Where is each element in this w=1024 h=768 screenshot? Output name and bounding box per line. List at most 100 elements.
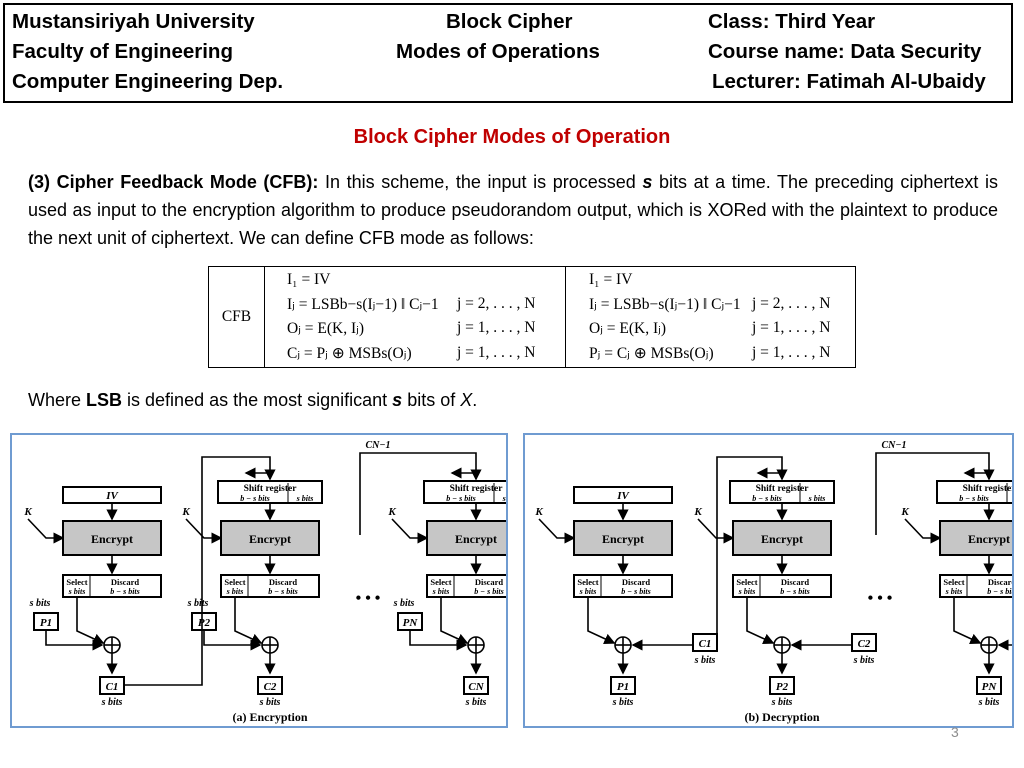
s-bits-label: s bits [187,598,209,609]
cn-1-label: CN−1 [882,440,907,451]
plaintext-label: PN [982,681,998,693]
select-label: Select [224,577,245,587]
encrypt-label: Encrypt [249,532,291,546]
where-lsb: LSB [86,390,123,410]
select-label: Select [577,577,598,587]
plain-s-bits-label: s bits [612,697,634,708]
select-to-xor-arrow [587,597,616,645]
ciphertext-label: C1 [699,638,712,650]
shift-sub-label: b − s bits [446,494,476,503]
shift-sub2-label: s bits [296,494,314,503]
key-label: K [23,506,32,518]
para-s: s [642,172,653,192]
where-c: bits of [402,390,461,410]
dec-eq-3: Oⱼ = E(K, Iⱼ) [589,320,667,337]
discard-label: Discard [111,577,140,587]
plaintext-label: P1 [40,617,52,629]
encrypt-box [62,520,162,556]
cfb-label: CFB [209,267,265,367]
encrypt-label: Encrypt [761,532,803,546]
where-note: Where LSB is defined as the most signifi… [28,390,477,411]
select-discard-box [573,574,673,598]
encrypt-label: Encrypt [968,532,1010,546]
shift-sub-label: b − s bits [752,494,782,503]
feedback-path [716,456,788,642]
feedback-path [124,456,276,686]
ciphertext-label: C2 [858,638,871,650]
ciphertext-label: C2 [264,681,277,693]
enc-eq-4: Cⱼ = Pⱼ ⊕ MSBs(Oⱼ) [287,345,412,362]
ellipsis-dots: • • • [356,590,381,607]
s-bits-label: s bits [29,598,51,609]
dec-eq-4: Pⱼ = Cⱼ ⊕ MSBs(Oⱼ) [589,345,714,362]
select-sub-label: s bits [738,587,756,596]
key-arrow [185,518,223,544]
plaintext-label: P2 [776,681,789,693]
dec-range-3: j = 1, . . . , N [752,319,831,336]
plaintext-box [610,676,636,695]
plain-to-xor-arrow [45,630,104,651]
cipher-s-bits-label: s bits [853,655,875,666]
plain-to-xor-arrow [409,630,468,651]
key-label: K [693,506,702,518]
key-label: K [900,506,909,518]
iv-label: IV [105,490,119,502]
select-label: Select [66,577,87,587]
shift-sub-label: b − s bits [959,494,989,503]
s-bits-label: s bits [393,598,415,609]
select-discard-box [939,574,1024,598]
table-divider [565,267,566,367]
select-to-xor-arrow [440,597,469,645]
select-label: Select [430,577,451,587]
enc-range-2: j = 2, . . . , N [457,295,536,312]
ciphertext-box [463,676,489,695]
discard-sub-label: b − s bits [268,587,298,596]
select-sub-label: s bits [226,587,244,596]
enc-range-3: j = 1, . . . , N [457,319,536,336]
encrypt-label: Encrypt [91,532,133,546]
lecturer-info: Lecturer: Fatimah Al-Ubaidy [712,70,986,93]
department-name: Computer Engineering Dep. [12,70,284,93]
select-sub-label: s bits [68,587,86,596]
plain-to-xor-arrow [203,630,262,651]
shift-sub2-label: s bits [502,494,506,503]
section-title: Block Cipher Modes of Operation [353,126,671,148]
enc-eq-3: Oⱼ = E(K, Iⱼ) [287,320,365,337]
iv-label: IV [616,490,630,502]
ciphertext-box [851,633,877,652]
class-info: Class: Third Year [708,10,876,33]
select-to-xor-arrow [234,597,263,645]
select-sub-label: s bits [432,587,450,596]
dec-range-2: j = 2, . . . , N [752,295,831,312]
cfb-description: (3) Cipher Feedback Mode (CFB): In this … [28,168,998,252]
encrypt-box [573,520,673,556]
cipher-s-bits-label: s bits [259,697,281,708]
key-arrow [27,518,65,544]
key-arrow [391,518,429,544]
select-discard-box [732,574,832,598]
discard-label: Discard [988,577,1012,587]
encrypt-label: Encrypt [455,532,497,546]
select-sub-label: s bits [945,587,963,596]
plaintext-box [976,676,1002,695]
feedback-path [875,452,995,535]
shift-register-label: Shift register [756,484,810,494]
feedback-path [359,452,482,535]
key-arrow [538,518,576,544]
shift-register-label: Shift register [963,484,1012,494]
para-text-a: In this scheme, the input is processed [318,172,643,192]
plaintext-box [769,676,795,695]
enc-eq-2: Iⱼ = LSBb−s(Iⱼ−1) ‖ Cⱼ−1 [287,296,439,313]
ciphertext-label: C1 [106,681,119,693]
enc-range-4: j = 1, . . . , N [457,344,536,361]
cipher-s-bits-label: s bits [465,697,487,708]
enc-eq-1: I₁ = IV [287,271,331,288]
key-label: K [534,506,543,518]
discard-label: Discard [475,577,504,587]
encrypt-box [220,520,320,556]
key-label: K [387,506,396,518]
dec-eq-2: Iⱼ = LSBb−s(Iⱼ−1) ‖ Cⱼ−1 [589,296,741,313]
ciphertext-box [257,676,283,695]
